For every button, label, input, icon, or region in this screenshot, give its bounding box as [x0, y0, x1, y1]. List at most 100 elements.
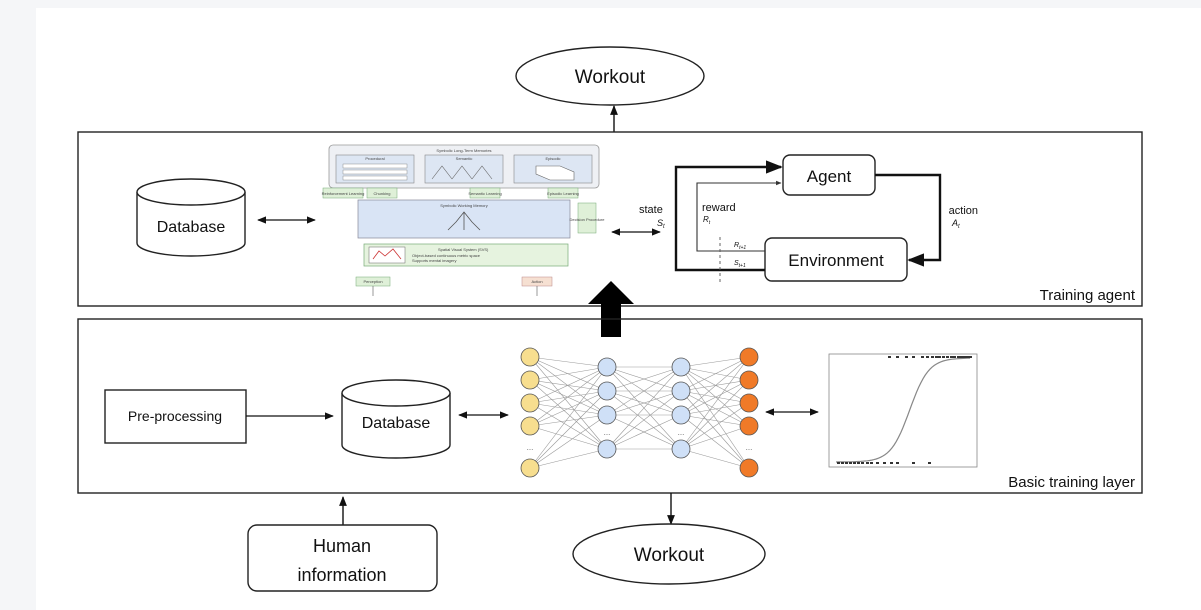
sigmoid-point [841, 462, 844, 464]
network-node-input [520, 393, 540, 413]
action-subscript: t [958, 224, 960, 230]
sigmoid-point [966, 356, 969, 358]
basic-database-cylinder: Database [341, 379, 451, 459]
memory-procedural-label: Procedural [365, 156, 384, 161]
network-edge [529, 402, 608, 416]
basic-database-label: Database [362, 415, 431, 432]
long-term-memories-header: Symbolic Long-Term Memories [436, 148, 491, 153]
sigmoid-point [890, 462, 893, 464]
network-edge [680, 366, 750, 469]
basic-training-caption: Basic training layer [1008, 474, 1135, 491]
network-edge [529, 390, 608, 404]
network-edge [529, 366, 608, 427]
sigmoid-point [935, 356, 938, 358]
sigmoid-point [938, 356, 941, 358]
top-workout-node: Workout [515, 46, 705, 106]
network-edge [680, 356, 750, 416]
network-edge [680, 366, 750, 427]
reward-subscript: t [709, 220, 711, 226]
network-edge [529, 356, 608, 368]
network-edge [680, 402, 750, 450]
svs-box [363, 243, 569, 267]
network-edge [680, 402, 750, 416]
neural-network-connections [529, 356, 750, 469]
network-edge [529, 425, 608, 450]
network-edge [529, 390, 608, 427]
state-arrow [674, 160, 783, 272]
training-agent-caption: Training agent [1040, 287, 1136, 304]
network-node-input [520, 347, 540, 367]
sigmoid-point [866, 462, 869, 464]
network-node-output [739, 458, 759, 478]
network-edge [529, 402, 608, 450]
reward-symbol: R [703, 215, 709, 224]
svg-text:St: St [657, 218, 665, 230]
sigmoid-point [888, 356, 891, 358]
environment-label: Environment [788, 251, 884, 270]
working-memory-label: Symbolic Working Memory [440, 203, 488, 208]
network-edge [529, 356, 608, 392]
network-edge [680, 414, 750, 427]
sigmoid-point [876, 462, 879, 464]
network-node-hidden-2 [671, 405, 691, 425]
network-edge [680, 356, 750, 392]
network-edge [680, 414, 750, 469]
memory-episodic-label: Episodic [545, 156, 560, 161]
sigmoid-point [963, 356, 966, 358]
human-label-line2: information [297, 565, 386, 585]
sigmoid-point [928, 462, 931, 464]
network-edge [529, 366, 608, 381]
learning-tag-reinforcement: Reinforcement Learning [322, 191, 365, 196]
network-ellipsis: ... [604, 428, 611, 437]
sigmoid-point [969, 356, 972, 358]
big-up-arrow [588, 281, 634, 337]
state-subscript: t [663, 224, 665, 230]
sigmoid-point [883, 462, 886, 464]
network-edge [529, 356, 608, 416]
svs-note-1: Object-based continuous metric space [412, 253, 481, 258]
sigmoid-point [861, 462, 864, 464]
network-edge [680, 356, 750, 368]
network-edge [680, 366, 750, 404]
next-state-symbol: S [734, 260, 739, 267]
network-edge [529, 448, 608, 469]
network-node-hidden-1 [597, 381, 617, 401]
network-edge [680, 448, 750, 469]
sigmoid-point [957, 356, 960, 358]
network-node-input [520, 370, 540, 390]
network-edge [680, 390, 750, 404]
bottom-workout-node: Workout [572, 523, 766, 585]
next-reward-symbol: R [734, 242, 739, 249]
agent-database-label: Database [157, 219, 226, 236]
network-node-hidden-1 [597, 405, 617, 425]
svs-note-2: Supports mental imagery [412, 258, 456, 263]
reward-label: reward [702, 202, 736, 214]
network-node-output [739, 370, 759, 390]
reward-arrow [696, 180, 782, 252]
network-edge [680, 379, 750, 392]
network-edge [529, 356, 608, 450]
decision-procedure-label: Decision Procedure [570, 217, 606, 222]
decision-procedure-box [577, 202, 597, 234]
sigmoid-point [905, 356, 908, 358]
learning-tag-semantic: Semantic Learning [468, 191, 501, 196]
top-workout-label: Workout [575, 67, 646, 88]
sigmoid-point [870, 462, 873, 464]
network-ellipsis: ... [678, 428, 685, 437]
network-edge [680, 390, 750, 469]
sigmoid-point [950, 356, 953, 358]
network-node-output [739, 347, 759, 367]
sigmoid-plot [828, 353, 978, 468]
sigmoid-point [953, 356, 956, 358]
sigmoid-point [912, 356, 915, 358]
rl-loop: Agent Environment action At state St rew… [639, 154, 978, 283]
sigmoid-point [849, 462, 852, 464]
next-reward-subscript: t+1 [739, 245, 746, 251]
sigmoid-point [926, 356, 929, 358]
network-edge [680, 366, 750, 381]
network-edge [606, 366, 682, 416]
human-label-line1: Human [313, 536, 371, 556]
memory-semantic-label: Semantic [456, 156, 473, 161]
neural-network-nodes: ............ [520, 347, 759, 478]
network-node-hidden-1 [597, 357, 617, 377]
